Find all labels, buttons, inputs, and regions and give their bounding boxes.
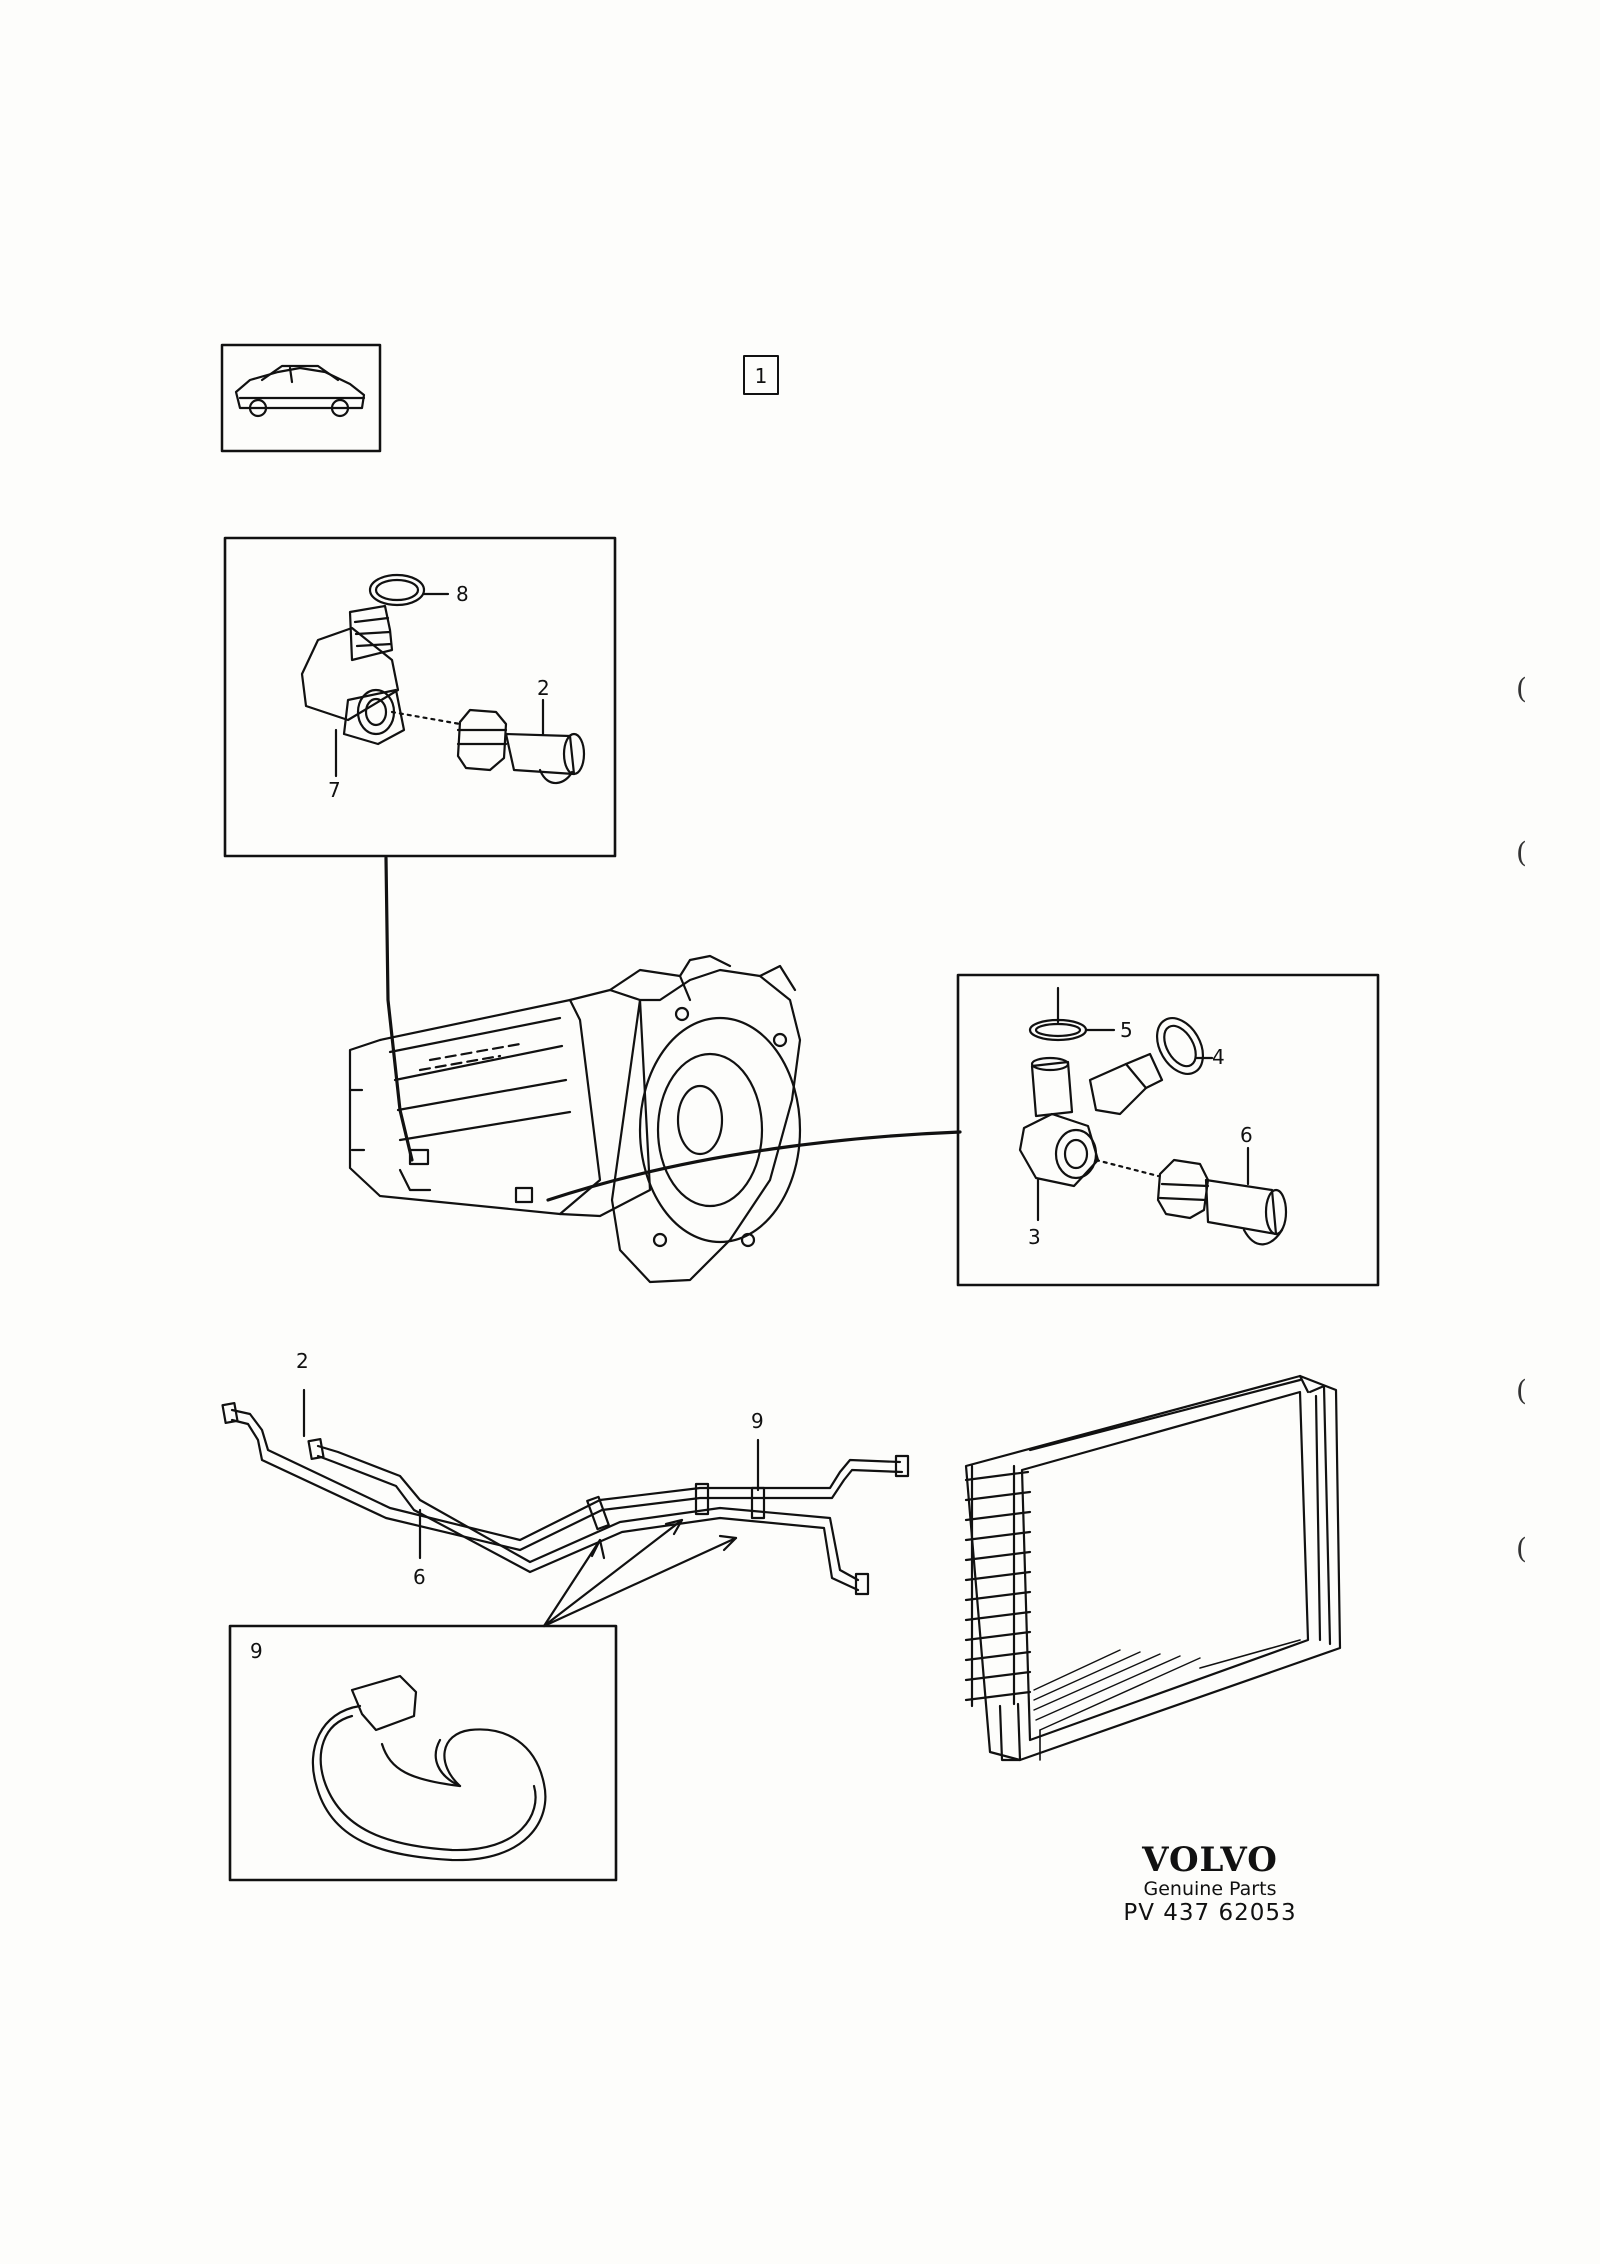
brand-logo: VOLVO <box>1142 1840 1278 1880</box>
vehicle-thumbnail <box>220 343 382 453</box>
callout-7: 7 <box>328 778 341 802</box>
detail-box-top-left <box>223 536 617 858</box>
callout-4: 4 <box>1212 1045 1225 1069</box>
reference-box <box>743 355 779 395</box>
o-ring-4 <box>1155 1017 1205 1075</box>
margin-mark-2: ( <box>1516 836 1527 869</box>
margin-mark-4: ( <box>1516 1532 1527 1565</box>
callout-2-pipe: 2 <box>296 1349 309 1373</box>
callout-9-pipe: 9 <box>751 1409 764 1433</box>
pipe-clip-9 <box>350 1674 418 1732</box>
callout-6-pipe: 6 <box>413 1565 426 1589</box>
margin-mark-3: ( <box>1516 1374 1527 1407</box>
o-ring-8 <box>368 573 426 607</box>
nut-3 <box>1018 1112 1100 1188</box>
brand-subtitle: Genuine Parts <box>1143 1878 1277 1900</box>
callout-6-right: 6 <box>1240 1123 1253 1147</box>
part-code: PV 437 62053 <box>1123 1900 1297 1926</box>
leader-line-top <box>384 856 414 1162</box>
transmission-illustration <box>348 954 802 1284</box>
reference-box-label: 1 <box>755 364 768 388</box>
oil-cooler-pipes <box>221 1388 910 1628</box>
adapter-fitting-2 <box>456 708 508 772</box>
adapter-fitting-6 <box>1156 1158 1210 1220</box>
brand-block: VOLVO Genuine Parts PV 437 62053 <box>1090 1840 1330 1926</box>
callout-2-top: 2 <box>537 676 550 700</box>
margin-mark-1: ( <box>1516 672 1527 705</box>
callout-9-box: 9 <box>250 1639 263 1663</box>
leader-line-right <box>546 1130 962 1202</box>
detail-box-right <box>956 973 1380 1287</box>
callout-8: 8 <box>456 582 469 606</box>
elbow-fitting-7 <box>348 604 394 662</box>
callout-3: 3 <box>1028 1225 1041 1249</box>
detail-box-clip <box>228 1624 618 1882</box>
oil-cooler-radiator <box>964 1374 1342 1762</box>
callout-5: 5 <box>1120 1018 1133 1042</box>
